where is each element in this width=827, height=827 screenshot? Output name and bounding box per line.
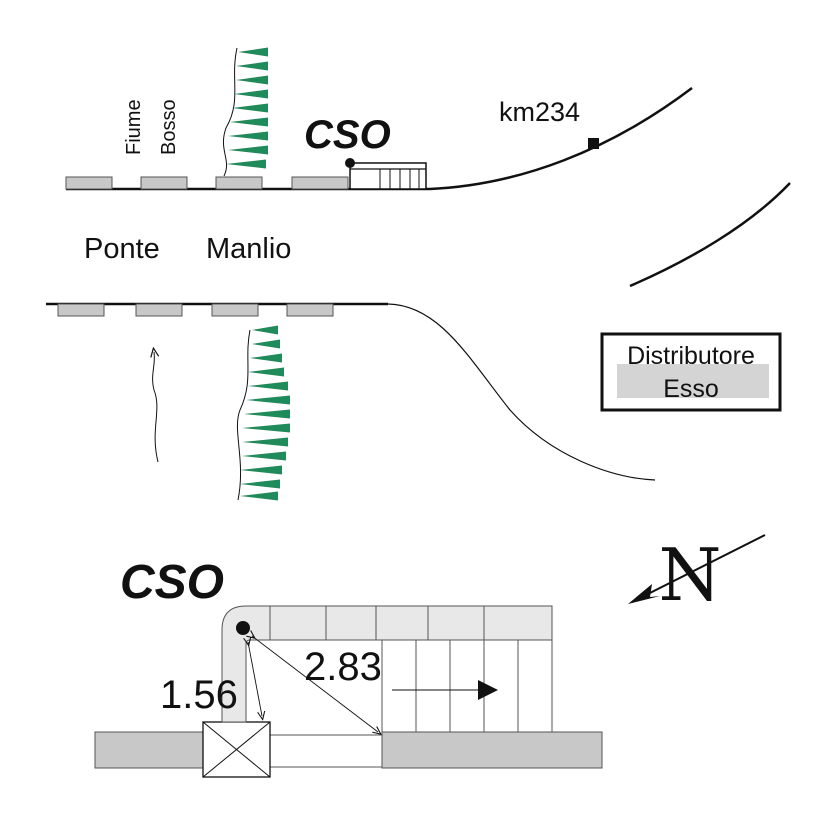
chamber-box (202, 721, 271, 778)
north-label: N (659, 533, 722, 617)
road-curve-right (629, 182, 791, 288)
vegetation-mark (228, 131, 268, 141)
channel-segment (269, 734, 383, 768)
outfall-grid (381, 639, 553, 733)
cso-label-bottom: CSO (120, 556, 224, 609)
dimension-diagonal: 2.83 (304, 645, 382, 689)
vegetation-mark (236, 75, 268, 85)
vegetation-mark (246, 395, 290, 405)
vegetation-mark (242, 423, 290, 433)
vegetation-mark (240, 465, 282, 475)
bridge-label-word2: Manlio (206, 233, 291, 265)
bridge-slab (140, 176, 188, 190)
vegetation-mark (240, 491, 278, 501)
riverbank-vegetation-upper (222, 47, 268, 177)
bridge-slab (57, 303, 105, 317)
ground-slab-right (381, 731, 603, 769)
road-curve-lower (387, 303, 656, 481)
bridge-label-word1: Ponte (84, 233, 160, 265)
tile-row-top (269, 605, 553, 641)
vegetation-mark (252, 339, 280, 349)
vegetation-mark (248, 381, 288, 391)
bridge-slab (211, 303, 259, 317)
dimension-line-diagonal (252, 636, 378, 732)
vegetation-mark (242, 451, 286, 461)
manhole-marker-top (345, 158, 355, 168)
vegetation-mark (250, 353, 282, 363)
bridge-slab (286, 303, 334, 317)
vegetation-mark (248, 367, 284, 377)
vegetation-mark (232, 103, 268, 113)
dimension-vertical: 1.56 (160, 673, 238, 717)
north-arrow-icon: N (628, 533, 766, 617)
road-curve-upper (429, 87, 693, 191)
cso-label-top: CSO (304, 113, 391, 157)
lower-road (46, 302, 656, 481)
dimension-line-vertical (248, 642, 262, 716)
fuel-station-box: Distributore Esso (600, 332, 782, 412)
vegetation-mark (230, 117, 268, 127)
cso-detail: 1.56 2.83 (94, 605, 603, 778)
upper-road (65, 87, 693, 191)
river-flow-arrow (153, 352, 158, 463)
vegetation-mark (234, 89, 268, 99)
bridge-slab (65, 176, 113, 190)
km-marker-label: km234 (499, 97, 580, 127)
station-line1: Distributore (627, 342, 755, 370)
station-line2: Esso (663, 375, 719, 403)
cso-structure-top (345, 158, 427, 190)
bridge-slab (135, 303, 183, 317)
river-label: Fiume (123, 99, 145, 155)
km-marker-square (588, 138, 599, 149)
flow-arrow-head (478, 680, 498, 700)
vegetation-mark (238, 47, 268, 57)
vegetation-mark (240, 479, 280, 489)
vegetation-mark (244, 409, 290, 419)
vegetation-mark (226, 159, 266, 169)
bridge-slab (215, 176, 263, 190)
manhole-marker-bottom (236, 621, 250, 635)
river-name-label: Bosso (158, 99, 180, 155)
vegetation-mark (252, 325, 278, 335)
vegetation-mark (242, 437, 288, 447)
vegetation-mark (236, 61, 268, 71)
vegetation-mark (228, 145, 268, 155)
bridge-slab (291, 176, 349, 190)
ground-slab-left (94, 731, 204, 769)
riverbank-vegetation-lower (236, 325, 290, 501)
